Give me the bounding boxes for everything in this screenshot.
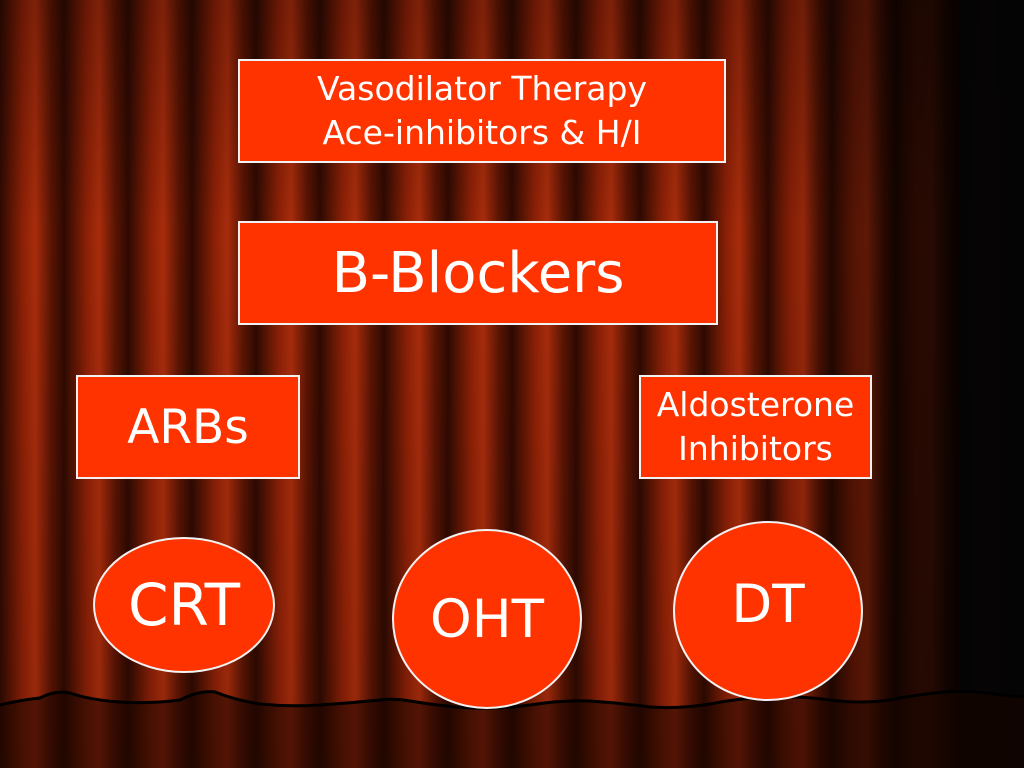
- dt-circle: DT: [673, 521, 863, 701]
- vasodilator-line-1: Vasodilator Therapy: [317, 69, 647, 108]
- aldosterone-inhibitors-box: Aldosterone Inhibitors: [639, 375, 872, 479]
- aldosterone-line-1: Aldosterone: [656, 385, 855, 424]
- arbs-label: ARBs: [127, 399, 249, 455]
- crt-label: CRT: [127, 571, 240, 639]
- aldosterone-line-2: Inhibitors: [678, 429, 833, 468]
- beta-blockers-box: B-Blockers: [238, 221, 718, 325]
- beta-blockers-label: B-Blockers: [331, 240, 625, 306]
- oht-label: OHT: [430, 588, 544, 650]
- curtain-hem: [0, 691, 1024, 768]
- dt-label: DT: [731, 573, 805, 635]
- vasodilator-line-2: Ace-inhibitors & H/I: [322, 113, 642, 152]
- vasodilator-therapy-box: Vasodilator Therapy Ace-inhibitors & H/I: [238, 59, 726, 163]
- oht-circle: OHT: [392, 529, 582, 709]
- arbs-box: ARBs: [76, 375, 300, 479]
- crt-circle: CRT: [93, 537, 275, 673]
